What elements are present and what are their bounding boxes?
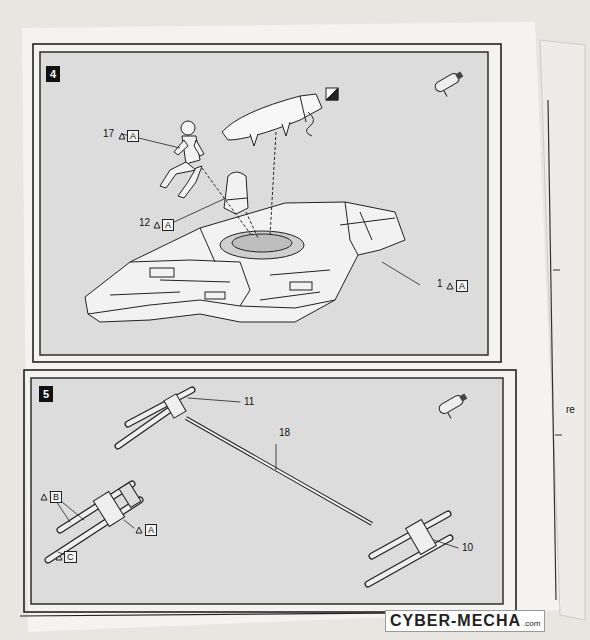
triangle-mark bbox=[41, 133, 453, 560]
watermark: CYBER-MECHA.com bbox=[385, 610, 545, 632]
paper-sheet bbox=[22, 22, 560, 632]
paint-icon bbox=[433, 70, 467, 100]
leader-line bbox=[174, 198, 226, 222]
pilot-figure bbox=[160, 121, 204, 198]
a-wing-hull bbox=[85, 202, 405, 322]
box-text: 4 bbox=[50, 68, 56, 80]
step-number: 5 bbox=[39, 386, 53, 402]
step-number: 4 bbox=[46, 66, 60, 82]
box-text: C bbox=[67, 552, 74, 562]
panel-ground bbox=[31, 378, 503, 604]
paint-icon bbox=[437, 392, 471, 422]
callout-number: re bbox=[566, 404, 575, 415]
callout-number: 17 bbox=[103, 128, 114, 139]
callout-number: 11 bbox=[244, 396, 254, 407]
part-letter-box: A bbox=[145, 524, 157, 536]
box-text: A bbox=[165, 220, 171, 230]
part-letter-box: A bbox=[162, 219, 174, 231]
box-text: A bbox=[459, 281, 465, 291]
leader-line bbox=[382, 262, 420, 285]
box-text: B bbox=[53, 492, 59, 502]
part-letter-box: B bbox=[50, 491, 62, 503]
watermark-text: CYBER-MECHA bbox=[390, 612, 521, 630]
callout-number: 18 bbox=[279, 427, 290, 438]
callout-number: 12 bbox=[139, 217, 150, 228]
callout-number: 1 bbox=[437, 278, 443, 289]
panel-ground bbox=[40, 52, 488, 355]
box-text: A bbox=[148, 525, 154, 535]
part-letter-box: A bbox=[456, 280, 468, 292]
panel-frame bbox=[24, 370, 516, 612]
watermark-text: .com bbox=[523, 619, 540, 628]
box-text: A bbox=[130, 131, 136, 141]
cannon-part bbox=[48, 482, 141, 560]
canopy-part bbox=[222, 88, 338, 146]
part-letter-box: A bbox=[127, 130, 139, 142]
rod-part bbox=[186, 418, 372, 524]
seat-part bbox=[224, 172, 248, 214]
part-letter-box: C bbox=[64, 551, 77, 563]
glue-symbol bbox=[306, 112, 313, 136]
cannon-part bbox=[368, 514, 458, 584]
callout-number: 10 bbox=[462, 542, 473, 553]
paper-back-sheet bbox=[540, 40, 585, 620]
box-text: 5 bbox=[43, 388, 49, 400]
panel-frame bbox=[33, 44, 501, 362]
